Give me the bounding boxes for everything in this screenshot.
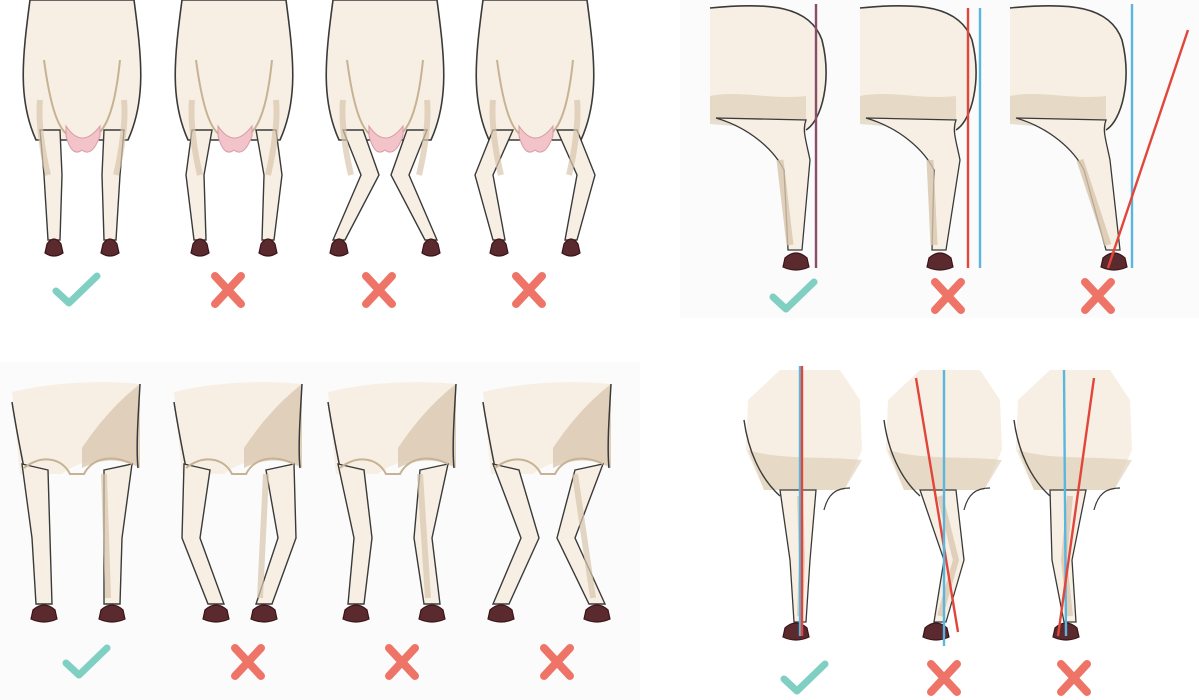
cross-mark-icon [215,276,241,304]
hoof [422,239,440,256]
hoof [330,239,348,256]
cross-mark-icon [516,276,542,304]
cross-mark-icon [366,276,392,304]
hoof [101,239,119,256]
hoof [259,239,277,256]
hoof [783,623,809,640]
left-leg [333,130,379,240]
figure-correct [744,366,862,640]
hoof [490,239,508,256]
hoof [562,239,580,256]
left-leg [186,130,212,240]
figure-hocked-in [475,0,595,256]
hoof [45,239,63,256]
figure-calf-kneed [1014,370,1132,640]
figure-correct [23,0,141,256]
check-mark-icon [784,664,825,691]
right-leg [256,130,282,240]
panel-rear-leg-side-view [680,0,1199,318]
panel-front-legs [0,362,640,700]
panel-rear-legs-with-udder [23,0,595,304]
hoof [191,239,209,256]
figure-bow-legged [175,0,293,256]
cross-mark-icon [931,664,957,692]
figure-buck-kneed [884,370,1002,646]
check-mark-icon [56,276,97,303]
figure-wide-base [326,0,444,256]
panel-front-leg-side-view [744,366,1132,692]
cross-mark-icon [1061,664,1087,692]
